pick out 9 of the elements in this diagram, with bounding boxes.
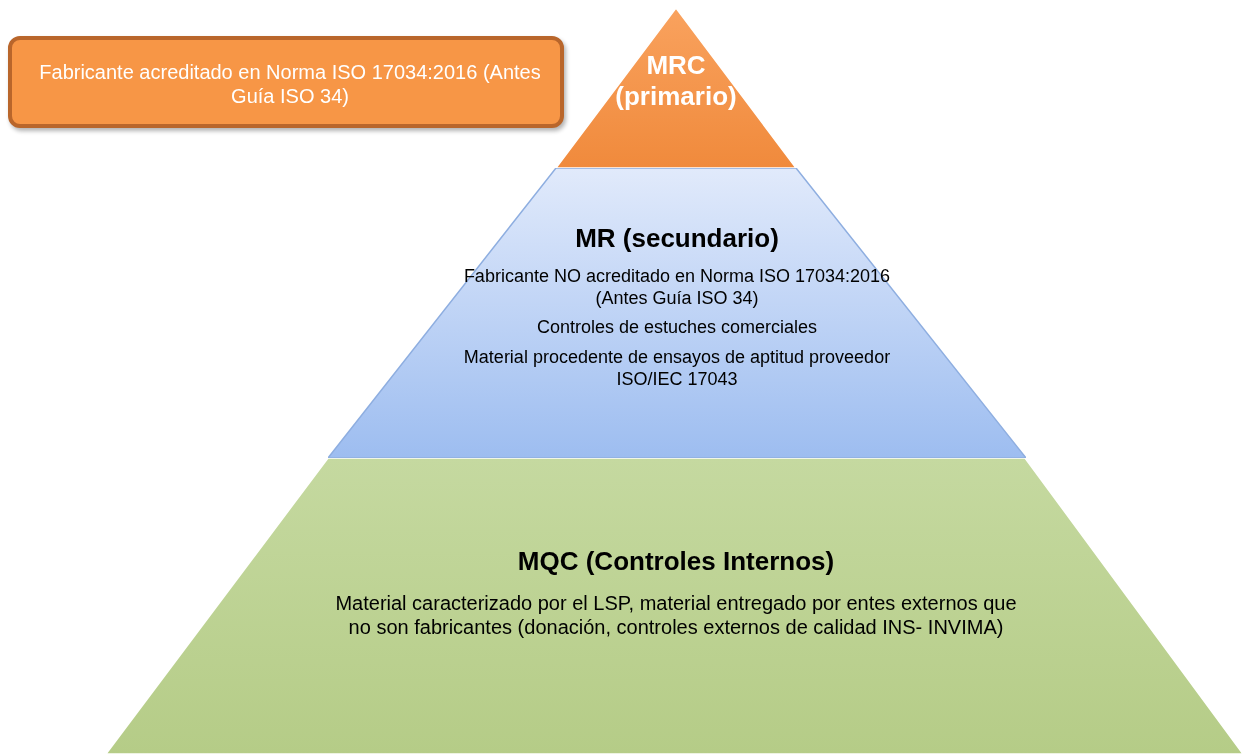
callout-text: Fabricante acreditado en Norma ISO 17034:2016 (Antes Guía ISO 34)	[38, 60, 542, 108]
tier-description: Fabricante NO acreditado en Norma ISO 17034:2016 (Antes Guía ISO 34)	[462, 266, 892, 310]
callout-box	[8, 36, 564, 128]
tier-title: MQC (Controles Internos)	[517, 546, 835, 578]
tier-title: MR (secundario)	[575, 223, 779, 255]
tier-description: Material procedente de ensayos de aptitud proveedor ISO/IEC 17043	[462, 346, 892, 391]
tier-description: Controles de estuches comerciales	[536, 317, 818, 339]
tier-description: Material caracterizado por el LSP, material entregado por entes externos que no son fabricantes (donación, controles externos de calidad INS- INVIMA)	[334, 591, 1018, 640]
tier-title: MRC (primario)	[614, 50, 738, 113]
